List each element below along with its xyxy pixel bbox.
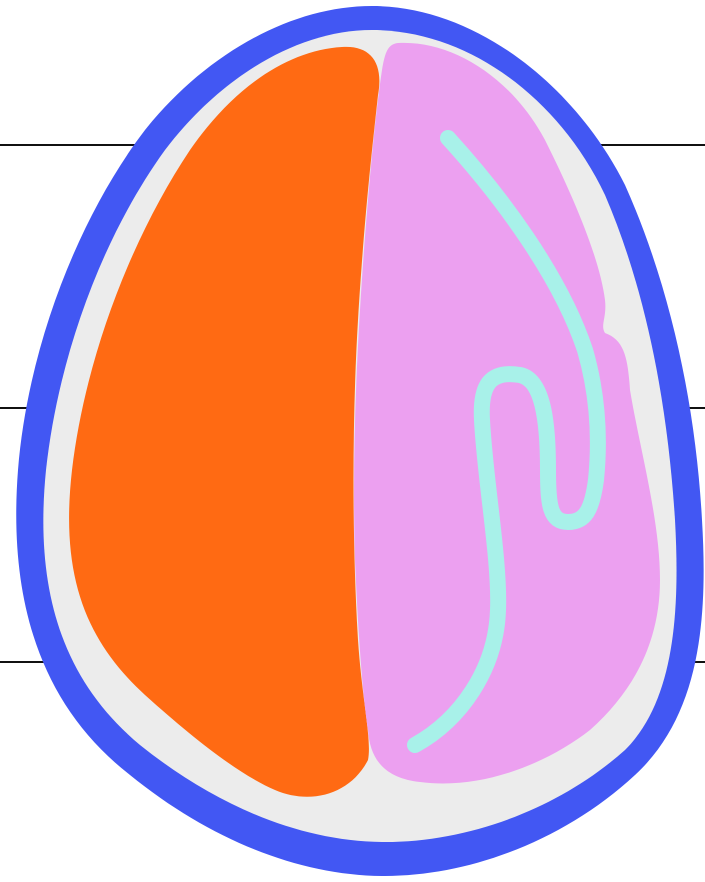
right-hemisphere xyxy=(354,43,660,784)
